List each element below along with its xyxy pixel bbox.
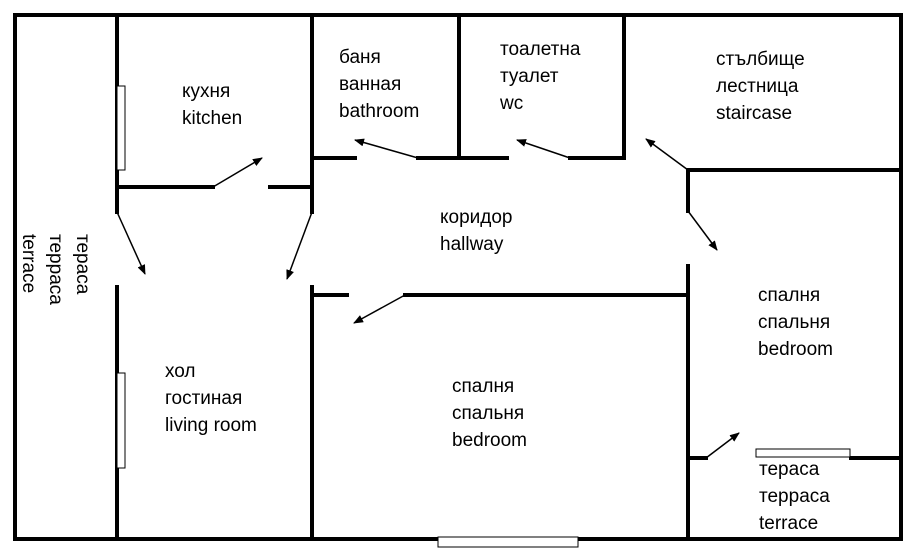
door-arrow-living-left <box>116 211 146 275</box>
label-hallway-en: hallway <box>440 234 504 255</box>
door-arrow-terrace <box>705 432 740 459</box>
label-wc: тоалетна туалет wc <box>500 36 580 117</box>
label-staircase-en: staircase <box>716 103 793 124</box>
label-bedroom-right-en: bedroom <box>758 339 833 360</box>
label-bedroom-right: спалня спальня bedroom <box>758 282 833 363</box>
label-living-en: living room <box>165 415 257 436</box>
door-arrow-living-right <box>286 211 313 280</box>
label-kitchen: кухня kitchen <box>182 78 242 132</box>
label-bedroom-right-ru: спальня <box>758 312 831 333</box>
label-bedroom-right-bg: спалня <box>758 285 821 306</box>
door-arrow-bedroom-center <box>353 294 406 324</box>
window-bottom <box>437 536 579 548</box>
label-terrace-left-ru: терраса <box>45 234 66 305</box>
label-bathroom-bg: баня <box>339 47 381 68</box>
label-bedroom-center-bg: спалня <box>452 376 515 397</box>
label-staircase-bg: стълбище <box>716 49 805 70</box>
label-bathroom-en: bathroom <box>339 101 420 122</box>
label-staircase-ru: лестница <box>716 76 799 97</box>
label-bedroom-center: спалня спальня bedroom <box>452 373 527 454</box>
label-wc-bg: тоалетна <box>500 39 581 60</box>
label-terrace-right: тераса терраса terrace <box>759 456 830 537</box>
label-terrace-left-en: terrace <box>18 234 39 294</box>
label-living-bg: хол <box>165 361 196 382</box>
window-terrace <box>755 448 851 458</box>
label-wc-ru: туалет <box>500 66 559 87</box>
label-kitchen-en: kitchen <box>182 108 243 129</box>
window-kitchen <box>116 85 126 171</box>
label-wc-en: wc <box>500 93 524 114</box>
label-bathroom: баня ванная bathroom <box>339 44 419 125</box>
door-arrow-wc <box>516 139 571 159</box>
door-arrow-bedroom-right <box>687 210 718 251</box>
label-terrace-right-ru: терраса <box>759 486 830 507</box>
label-terrace-left-bg: тераса <box>72 234 93 295</box>
label-bedroom-center-ru: спальня <box>452 403 525 424</box>
label-living-room: хол гостиная living room <box>165 358 257 439</box>
label-bedroom-center-en: bedroom <box>452 430 527 451</box>
label-terrace-right-en: terrace <box>759 513 819 534</box>
label-living-ru: гостиная <box>165 388 243 409</box>
door-arrow-kitchen <box>212 157 263 188</box>
door-arrow-bathroom <box>354 138 419 159</box>
label-hallway: коридор hallway <box>440 204 513 258</box>
label-bathroom-ru: ванная <box>339 74 402 95</box>
label-terrace-right-bg: тераса <box>759 459 820 480</box>
label-terrace-left: тераса терраса terrace <box>15 234 96 305</box>
door-arrow-staircase <box>645 138 689 171</box>
label-hallway-bg: коридор <box>440 207 513 228</box>
window-living <box>116 372 126 469</box>
label-staircase: стълбище лестница staircase <box>716 46 805 127</box>
label-kitchen-bg: кухня <box>182 81 231 102</box>
